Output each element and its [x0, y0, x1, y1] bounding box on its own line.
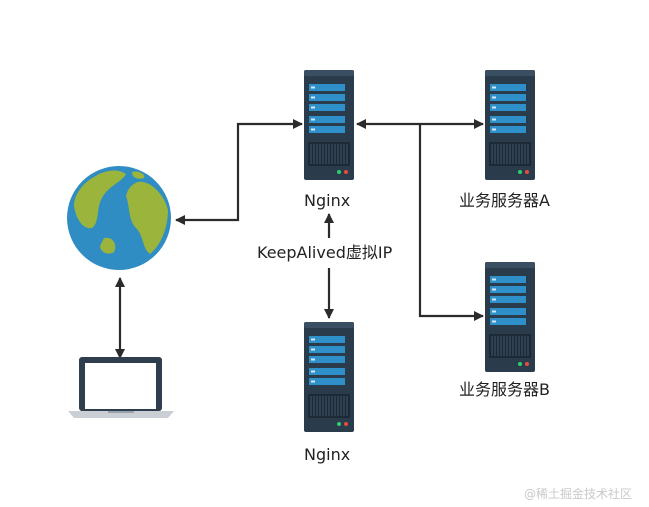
server-a-label: 业务服务器A	[459, 191, 550, 210]
link-to-server-b	[418, 124, 484, 321]
nginx-backup-server	[304, 322, 354, 432]
connectors	[115, 119, 484, 359]
server-b-label: 业务服务器B	[459, 380, 550, 399]
nginx-primary-label: Nginx	[304, 191, 351, 210]
nginx-backup-label: Nginx	[304, 445, 351, 464]
link-globe-nginx	[175, 119, 303, 225]
server-b	[485, 262, 535, 372]
nginx-primary-server	[304, 70, 354, 180]
server-a	[485, 70, 535, 180]
watermark: @稀土掘金技术社区	[524, 487, 633, 501]
vip-label: KeepAlived虚拟IP	[257, 243, 393, 262]
laptop-icon	[68, 357, 174, 418]
globe-icon	[67, 166, 171, 270]
